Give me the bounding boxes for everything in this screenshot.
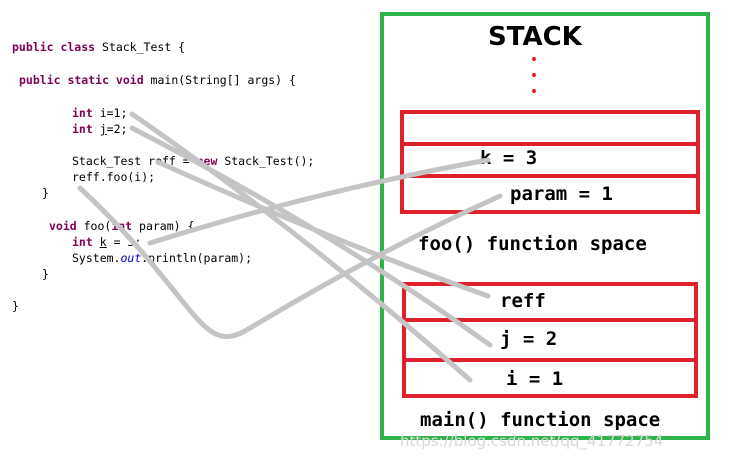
- close-foo-brace: }: [42, 267, 49, 281]
- stack-container: [380, 12, 710, 440]
- decl-j-line: int j=2;: [72, 122, 128, 136]
- ellipsis-dot: [532, 73, 536, 77]
- foo-space-label: foo() function space: [418, 233, 647, 255]
- decl-i-line: int i=1;: [72, 106, 128, 120]
- ellipsis-dot: [532, 57, 536, 61]
- close-class-brace: }: [12, 299, 19, 313]
- slot-param-label: param = 1: [510, 183, 613, 205]
- arrow-k: [147, 157, 491, 246]
- main-frame-slot-i: [402, 358, 698, 398]
- slot-reff-label: reff: [500, 290, 546, 312]
- watermark: https://blog.csdn.net/qq_41772754: [400, 432, 664, 450]
- slot-i-label: i = 1: [506, 368, 564, 390]
- method-call-line: reff.foo(i);: [72, 170, 156, 184]
- slot-j-label: j = 2: [500, 328, 558, 350]
- new-object-line: Stack_Test reff = new Stack_Test();: [72, 154, 315, 168]
- class-declaration: public class Stack_Test {: [12, 40, 186, 54]
- ellipsis-dot: [532, 89, 536, 93]
- stack-title: STACK: [488, 22, 582, 52]
- arrow-i: [129, 111, 473, 383]
- arrow-reff: [155, 159, 491, 299]
- source-code: public class Stack_Test { public static …: [12, 40, 315, 313]
- main-space-label: main() function space: [420, 409, 661, 431]
- print-line: System.out.println(param);: [72, 251, 253, 265]
- foo-frame-slot-param: [400, 174, 700, 214]
- close-main-brace: }: [42, 186, 49, 200]
- arrow-call-param: [77, 185, 503, 340]
- arrow-j: [129, 125, 493, 348]
- main-declaration: public static void main(String[] args) {: [19, 73, 296, 87]
